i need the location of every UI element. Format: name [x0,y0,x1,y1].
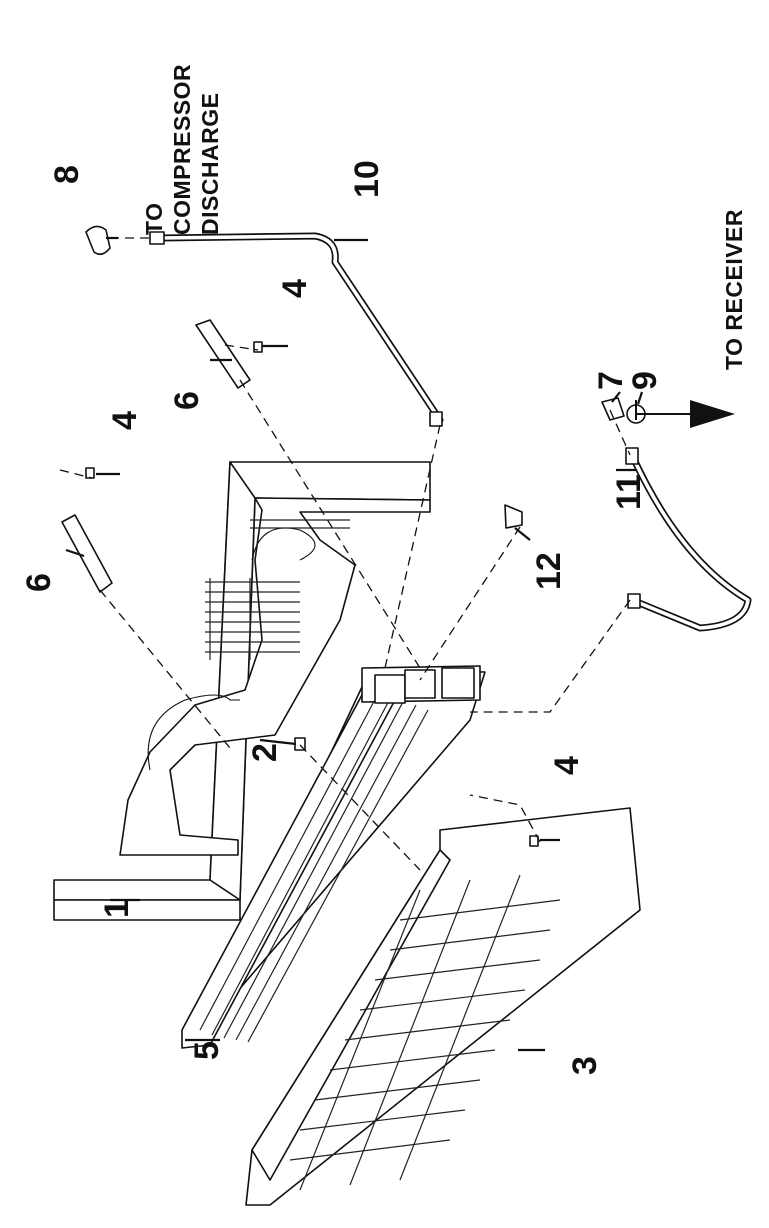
note-compressor-line3: DISCHARGE [197,92,223,235]
liquid-tube-part [625,447,752,632]
callout-8: 8 [48,165,86,184]
callout-leader-lines [65,236,644,1052]
callout-4c: 4 [548,756,586,775]
to-receiver-note: TO RECEIVER [721,209,747,370]
note-compressor-line2: COMPRESSOR [169,64,195,235]
compressor-discharge-note: TO COMPRESSOR DISCHARGE [141,64,223,235]
callout-11: 11 [610,474,648,510]
callout-labels: 1 2 3 4 4 4 5 6 6 7 8 9 10 11 12 [20,160,664,1075]
mounting-bracket-part [61,319,251,593]
flow-arrow-icon [636,400,735,428]
note-compressor-line1: TO [141,202,167,235]
callout-7: 7 [592,371,630,390]
callout-9: 9 [626,371,664,390]
callout-10: 10 [348,160,386,198]
note-to-receiver: TO RECEIVER [721,209,747,370]
callout-2: 2 [246,743,284,762]
callout-3: 3 [566,1056,604,1075]
elbow-fitting-part [85,225,111,256]
housing-cover-part [53,461,431,921]
coil-header-block-part [361,665,481,704]
callout-4b: 4 [276,279,314,298]
grille-panel-part [245,807,641,1206]
coil-fin-pack-part [181,669,486,1049]
screw-fasteners [85,341,539,847]
callout-1: 1 [98,899,136,918]
callout-4a: 4 [106,411,144,430]
callout-5: 5 [188,1041,226,1060]
discharge-tube-part [149,231,444,427]
callout-6b: 6 [168,391,206,410]
callout-6a: 6 [20,573,58,592]
callout-12: 12 [530,552,568,590]
valve-fitting-part [504,504,523,529]
